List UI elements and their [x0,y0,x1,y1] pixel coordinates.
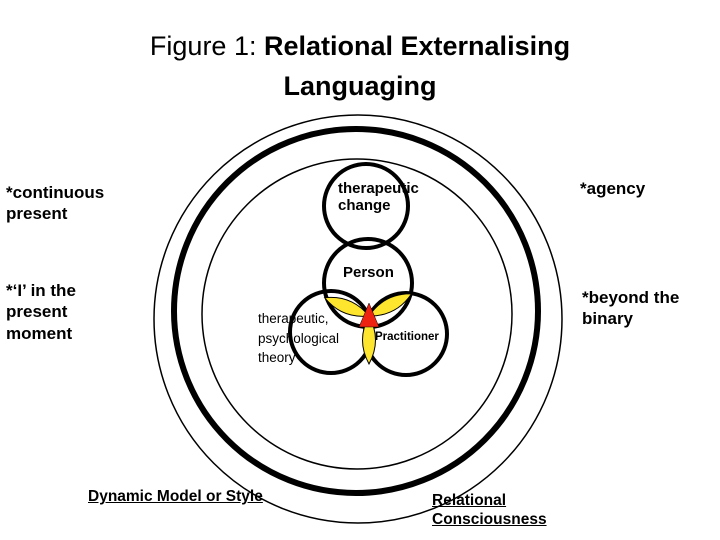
inner-thin-circle [201,158,513,470]
annotation-beyond-binary: *beyond the binary [582,288,680,329]
overlap-petals [323,293,413,366]
petal-bottom-icon [362,314,376,366]
petal-left-icon [323,296,370,317]
figure-title: Figure 1: Relational Externalising Langu… [0,26,720,106]
practitioner-label: Practitioner [375,331,439,343]
figure-title-line2: Languaging [283,71,437,101]
annotation-continuous-present: *continuous present [6,183,105,224]
annotation-i-present-moment: *‘I’ in the present moment [6,281,76,343]
theory-label: therapeutic, psychological theory [258,311,340,366]
figure-number: Figure 1: [149,31,264,61]
therapeutic-change-label: therapeutic change [338,180,419,215]
footer-relational-consciousness-label: Relational Consciousness [432,492,547,528]
thick-boundary-circle [171,126,541,496]
figure-title-bold: Relational Externalising [263,31,571,61]
person-label: Person [343,264,394,281]
annotation-agency: *agency [580,179,646,198]
center-triangle-icon [358,302,380,328]
petal-right-icon [368,293,413,317]
outer-thin-circle [153,114,563,524]
figure-title-line1: Figure 1: Relational Externalising [0,26,720,66]
therapeutic-change-circle [322,162,410,250]
footer-dynamic-model-label: Dynamic Model or Style [88,488,263,505]
